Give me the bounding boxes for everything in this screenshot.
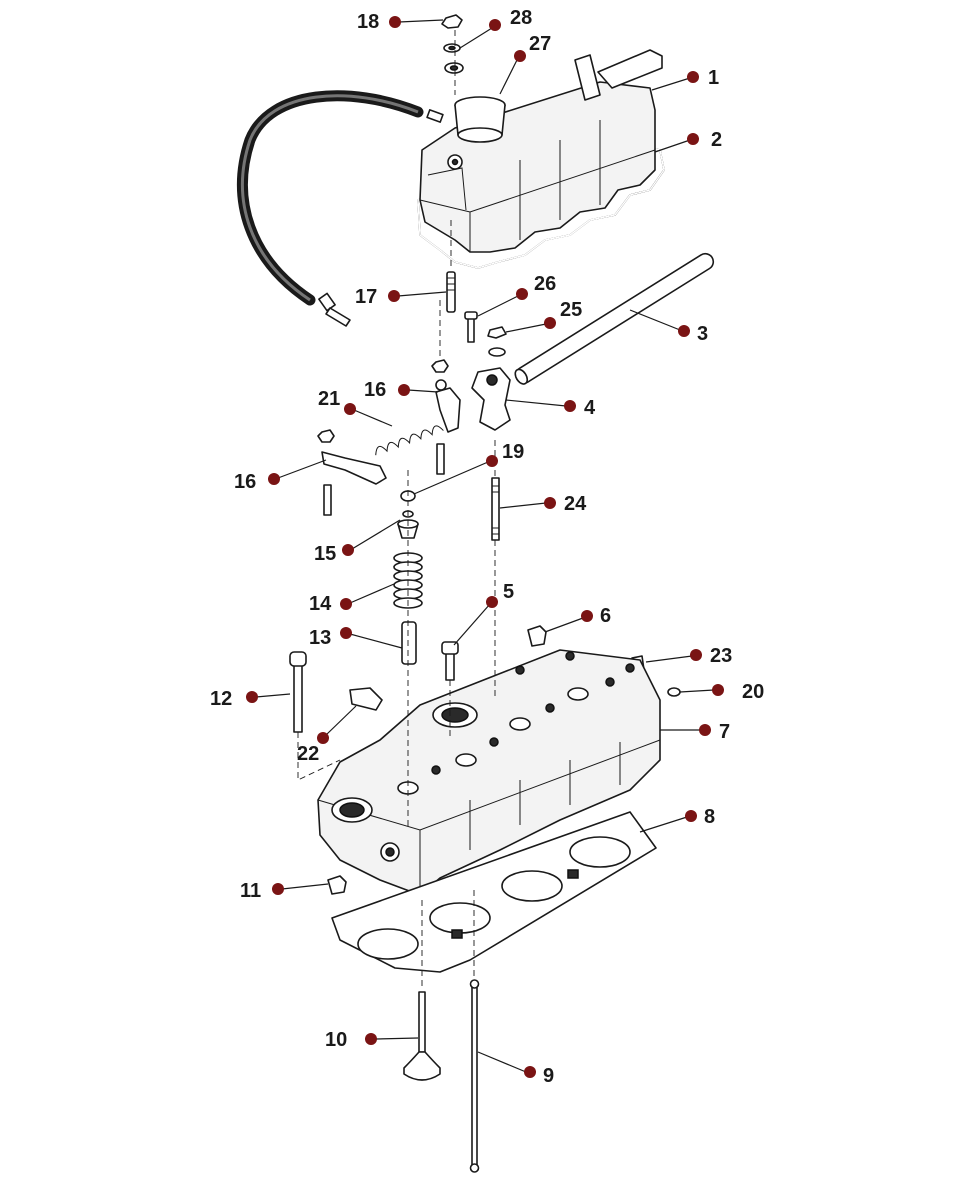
callouts: 1 2 3 4 5 6 7 [210, 7, 764, 1087]
svg-text:20: 20 [742, 681, 764, 703]
svg-text:22: 22 [297, 743, 319, 765]
callout-28: 28 [459, 7, 532, 49]
svg-text:18: 18 [357, 11, 379, 33]
callout-7: 7 [660, 721, 730, 743]
cylinder-head [317, 649, 661, 896]
svg-text:24: 24 [564, 493, 587, 515]
svg-text:7: 7 [719, 721, 730, 743]
svg-text:25: 25 [560, 299, 582, 321]
svg-text:11: 11 [240, 880, 261, 902]
callout-19: 19 [413, 441, 524, 495]
svg-text:17: 17 [355, 286, 377, 308]
rocker-spring [375, 425, 444, 456]
callout-25: 25 [505, 299, 582, 333]
svg-text:26: 26 [534, 273, 556, 295]
callout-24: 24 [499, 493, 587, 515]
callout-17: 17 [355, 286, 447, 308]
svg-text:3: 3 [697, 323, 708, 345]
callout-14: 14 [309, 583, 395, 615]
callout-11: 11 [240, 880, 329, 902]
callout-21: 21 [318, 388, 393, 427]
callout-23: 23 [645, 645, 732, 667]
rocker-shaft [514, 252, 715, 385]
svg-text:9: 9 [543, 1065, 554, 1087]
svg-text:13: 13 [309, 627, 331, 649]
svg-text:21: 21 [318, 388, 340, 410]
callout-12: 12 [210, 688, 291, 710]
callout-4: 4 [505, 397, 596, 419]
callout-22: 22 [297, 705, 357, 765]
callout-27: 27 [499, 33, 551, 95]
callout-13: 13 [309, 627, 403, 649]
callout-26: 26 [477, 273, 556, 317]
callout-9: 9 [477, 1051, 554, 1087]
svg-text:2: 2 [711, 129, 722, 151]
callout-10: 10 [325, 1029, 419, 1051]
callout-2: 2 [654, 129, 722, 153]
rocker-pedestal [471, 367, 511, 431]
svg-text:23: 23 [710, 645, 732, 667]
svg-text:27: 27 [529, 33, 551, 55]
svg-text:28: 28 [510, 7, 532, 29]
breather-hose [237, 90, 424, 306]
svg-text:4: 4 [584, 397, 596, 419]
valve [403, 991, 441, 1081]
svg-text:16: 16 [234, 471, 256, 493]
rocker-arm-lower [321, 451, 387, 485]
callout-18: 18 [357, 11, 444, 33]
svg-text:10: 10 [325, 1029, 347, 1051]
svg-text:16: 16 [364, 379, 386, 401]
svg-text:14: 14 [309, 593, 332, 615]
valve-spring [393, 552, 423, 609]
callout-1: 1 [651, 67, 719, 91]
callout-6: 6 [544, 605, 611, 633]
rocker-cover [419, 49, 663, 253]
svg-text:5: 5 [503, 581, 514, 603]
svg-text:15: 15 [314, 543, 336, 565]
svg-text:1: 1 [708, 67, 719, 89]
callout-16-lower: 16 [234, 459, 327, 493]
callout-20: 20 [679, 681, 764, 703]
cover-stud [446, 271, 456, 313]
svg-text:8: 8 [704, 806, 715, 828]
head-gasket [331, 811, 657, 973]
cover-nut [441, 14, 463, 29]
callout-16-upper: 16 [364, 379, 439, 401]
svg-text:19: 19 [502, 441, 524, 463]
callout-3: 3 [629, 309, 708, 345]
pushrod [469, 979, 480, 1173]
callout-15: 15 [314, 519, 401, 565]
rocker-arm-upper [435, 387, 461, 433]
svg-text:6: 6 [600, 605, 611, 627]
parts-illustration [237, 14, 715, 1173]
valve-guide [401, 621, 417, 665]
callout-8: 8 [639, 806, 715, 833]
callout-5: 5 [453, 581, 514, 646]
svg-text:12: 12 [210, 688, 232, 710]
